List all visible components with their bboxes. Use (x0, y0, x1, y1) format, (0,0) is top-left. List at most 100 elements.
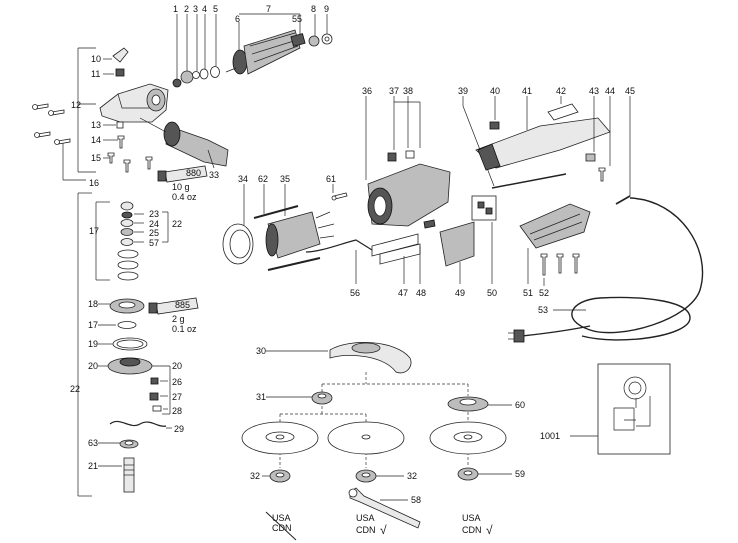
label-37: 37 (389, 86, 399, 96)
label-28: 28 (172, 406, 182, 416)
label-33: 33 (209, 170, 219, 180)
grease-tube-2-label: 885 (175, 300, 190, 310)
label-4: 4 (202, 4, 207, 14)
label-32-left: 32 (250, 471, 260, 481)
label-63: 63 (88, 438, 98, 448)
armature-group: 1 2 3 4 5 6 7 55 8 9 (172, 4, 333, 88)
label-53: 53 (538, 305, 548, 315)
label-51: 51 (523, 288, 533, 298)
motor-group: 34 62 35 61 56 36 37 38 (222, 86, 451, 298)
label-22-right: 22 (172, 219, 182, 229)
label-18: 18 (88, 299, 98, 309)
part-14-screw (117, 135, 125, 149)
part-4-ring (199, 68, 209, 80)
label-6: 6 (235, 14, 240, 24)
label-12: 12 (71, 100, 81, 110)
label-52: 52 (539, 288, 549, 298)
accessories-group: 30 31 60 32 (241, 342, 525, 529)
label-20-right: 20 (172, 361, 182, 371)
part-10-lever (112, 47, 129, 63)
label-44: 44 (605, 86, 615, 96)
part-5-ring (210, 66, 220, 78)
part-3-washer (192, 71, 200, 79)
label-10: 10 (91, 54, 101, 64)
label-48: 48 (416, 288, 426, 298)
label-56: 56 (350, 288, 360, 298)
label-43: 43 (589, 86, 599, 96)
label-16: 16 (89, 178, 99, 188)
label-49: 49 (455, 288, 465, 298)
check-icon: √ (486, 523, 493, 537)
label-23: 23 (149, 209, 159, 219)
grease-qty-1-g: 10 g (172, 182, 190, 192)
label-42: 42 (556, 86, 566, 96)
label-22-left: 22 (70, 384, 80, 394)
label-38: 38 (403, 86, 413, 96)
region-usa-right: USA (462, 513, 481, 523)
label-24: 24 (149, 219, 159, 229)
region-marks: USA CDN USA CDN √ USA CDN √ (265, 511, 493, 541)
part-2-bearing (180, 70, 194, 84)
region-cdn-mid: CDN (356, 525, 376, 535)
label-41: 41 (522, 86, 532, 96)
label-1: 1 (173, 4, 178, 14)
part-30-guard (329, 342, 412, 374)
label-31: 31 (256, 392, 266, 402)
label-60: 60 (515, 400, 525, 410)
label-11: 11 (91, 69, 100, 79)
label-45: 45 (625, 86, 635, 96)
label-62: 62 (258, 174, 268, 184)
grease-qty-1-oz: 0.4 oz (172, 192, 197, 202)
label-36: 36 (362, 86, 372, 96)
part-8-bearing (308, 35, 320, 47)
label-8: 8 (311, 4, 316, 14)
part-58-wrench (349, 487, 421, 529)
label-26: 26 (172, 377, 182, 387)
label-59: 59 (515, 469, 525, 479)
handle-group: 39 40 41 42 43 44 45 49 50 (439, 86, 704, 343)
label-25: 25 (149, 228, 159, 238)
label-1001: 1001 (540, 431, 560, 441)
label-27: 27 (172, 392, 182, 402)
label-17-bottom: 17 (88, 320, 98, 330)
part-13-pin (116, 121, 124, 129)
region-cdn-crossed: CDN (272, 523, 292, 533)
label-47: 47 (398, 288, 408, 298)
label-32-right: 32 (407, 471, 417, 481)
label-50: 50 (487, 288, 497, 298)
label-2: 2 (184, 4, 189, 14)
part-49-electronics (439, 221, 475, 267)
label-7: 7 (266, 4, 271, 14)
label-14: 14 (91, 135, 101, 145)
label-21: 21 (88, 461, 98, 471)
grease-qty-2-g: 2 g (172, 314, 185, 324)
part-15-screw (107, 152, 115, 164)
label-19: 19 (88, 339, 98, 349)
part-1001-wiring-box: 1001 (540, 363, 671, 455)
label-58: 58 (411, 495, 421, 505)
label-30: 30 (256, 346, 266, 356)
label-39: 39 (458, 86, 468, 96)
grease-tube-1-label: 880 (186, 168, 201, 178)
region-usa-crossed: USA (272, 513, 291, 523)
label-5: 5 (213, 4, 218, 14)
part-1-nut (172, 78, 182, 88)
armature-7 (225, 29, 306, 75)
grease-qty-2-oz: 0.1 oz (172, 324, 197, 334)
label-13: 13 (91, 120, 101, 130)
grease-tube-880: 880 10 g 0.4 oz (157, 165, 208, 202)
label-9: 9 (324, 4, 329, 14)
part-51-lower-shell (519, 203, 591, 249)
part-33-side-handle: 33 (139, 117, 229, 180)
part-11-block (115, 68, 125, 77)
label-15: 15 (91, 153, 101, 163)
region-usa-mid: USA (356, 513, 375, 523)
label-40: 40 (490, 86, 500, 96)
label-57: 57 (149, 238, 159, 248)
label-17-top: 17 (89, 226, 99, 236)
region-cdn-right: CDN (462, 525, 482, 535)
label-20-left: 20 (88, 361, 98, 371)
label-3: 3 (193, 4, 198, 14)
check-icon: √ (380, 523, 387, 537)
